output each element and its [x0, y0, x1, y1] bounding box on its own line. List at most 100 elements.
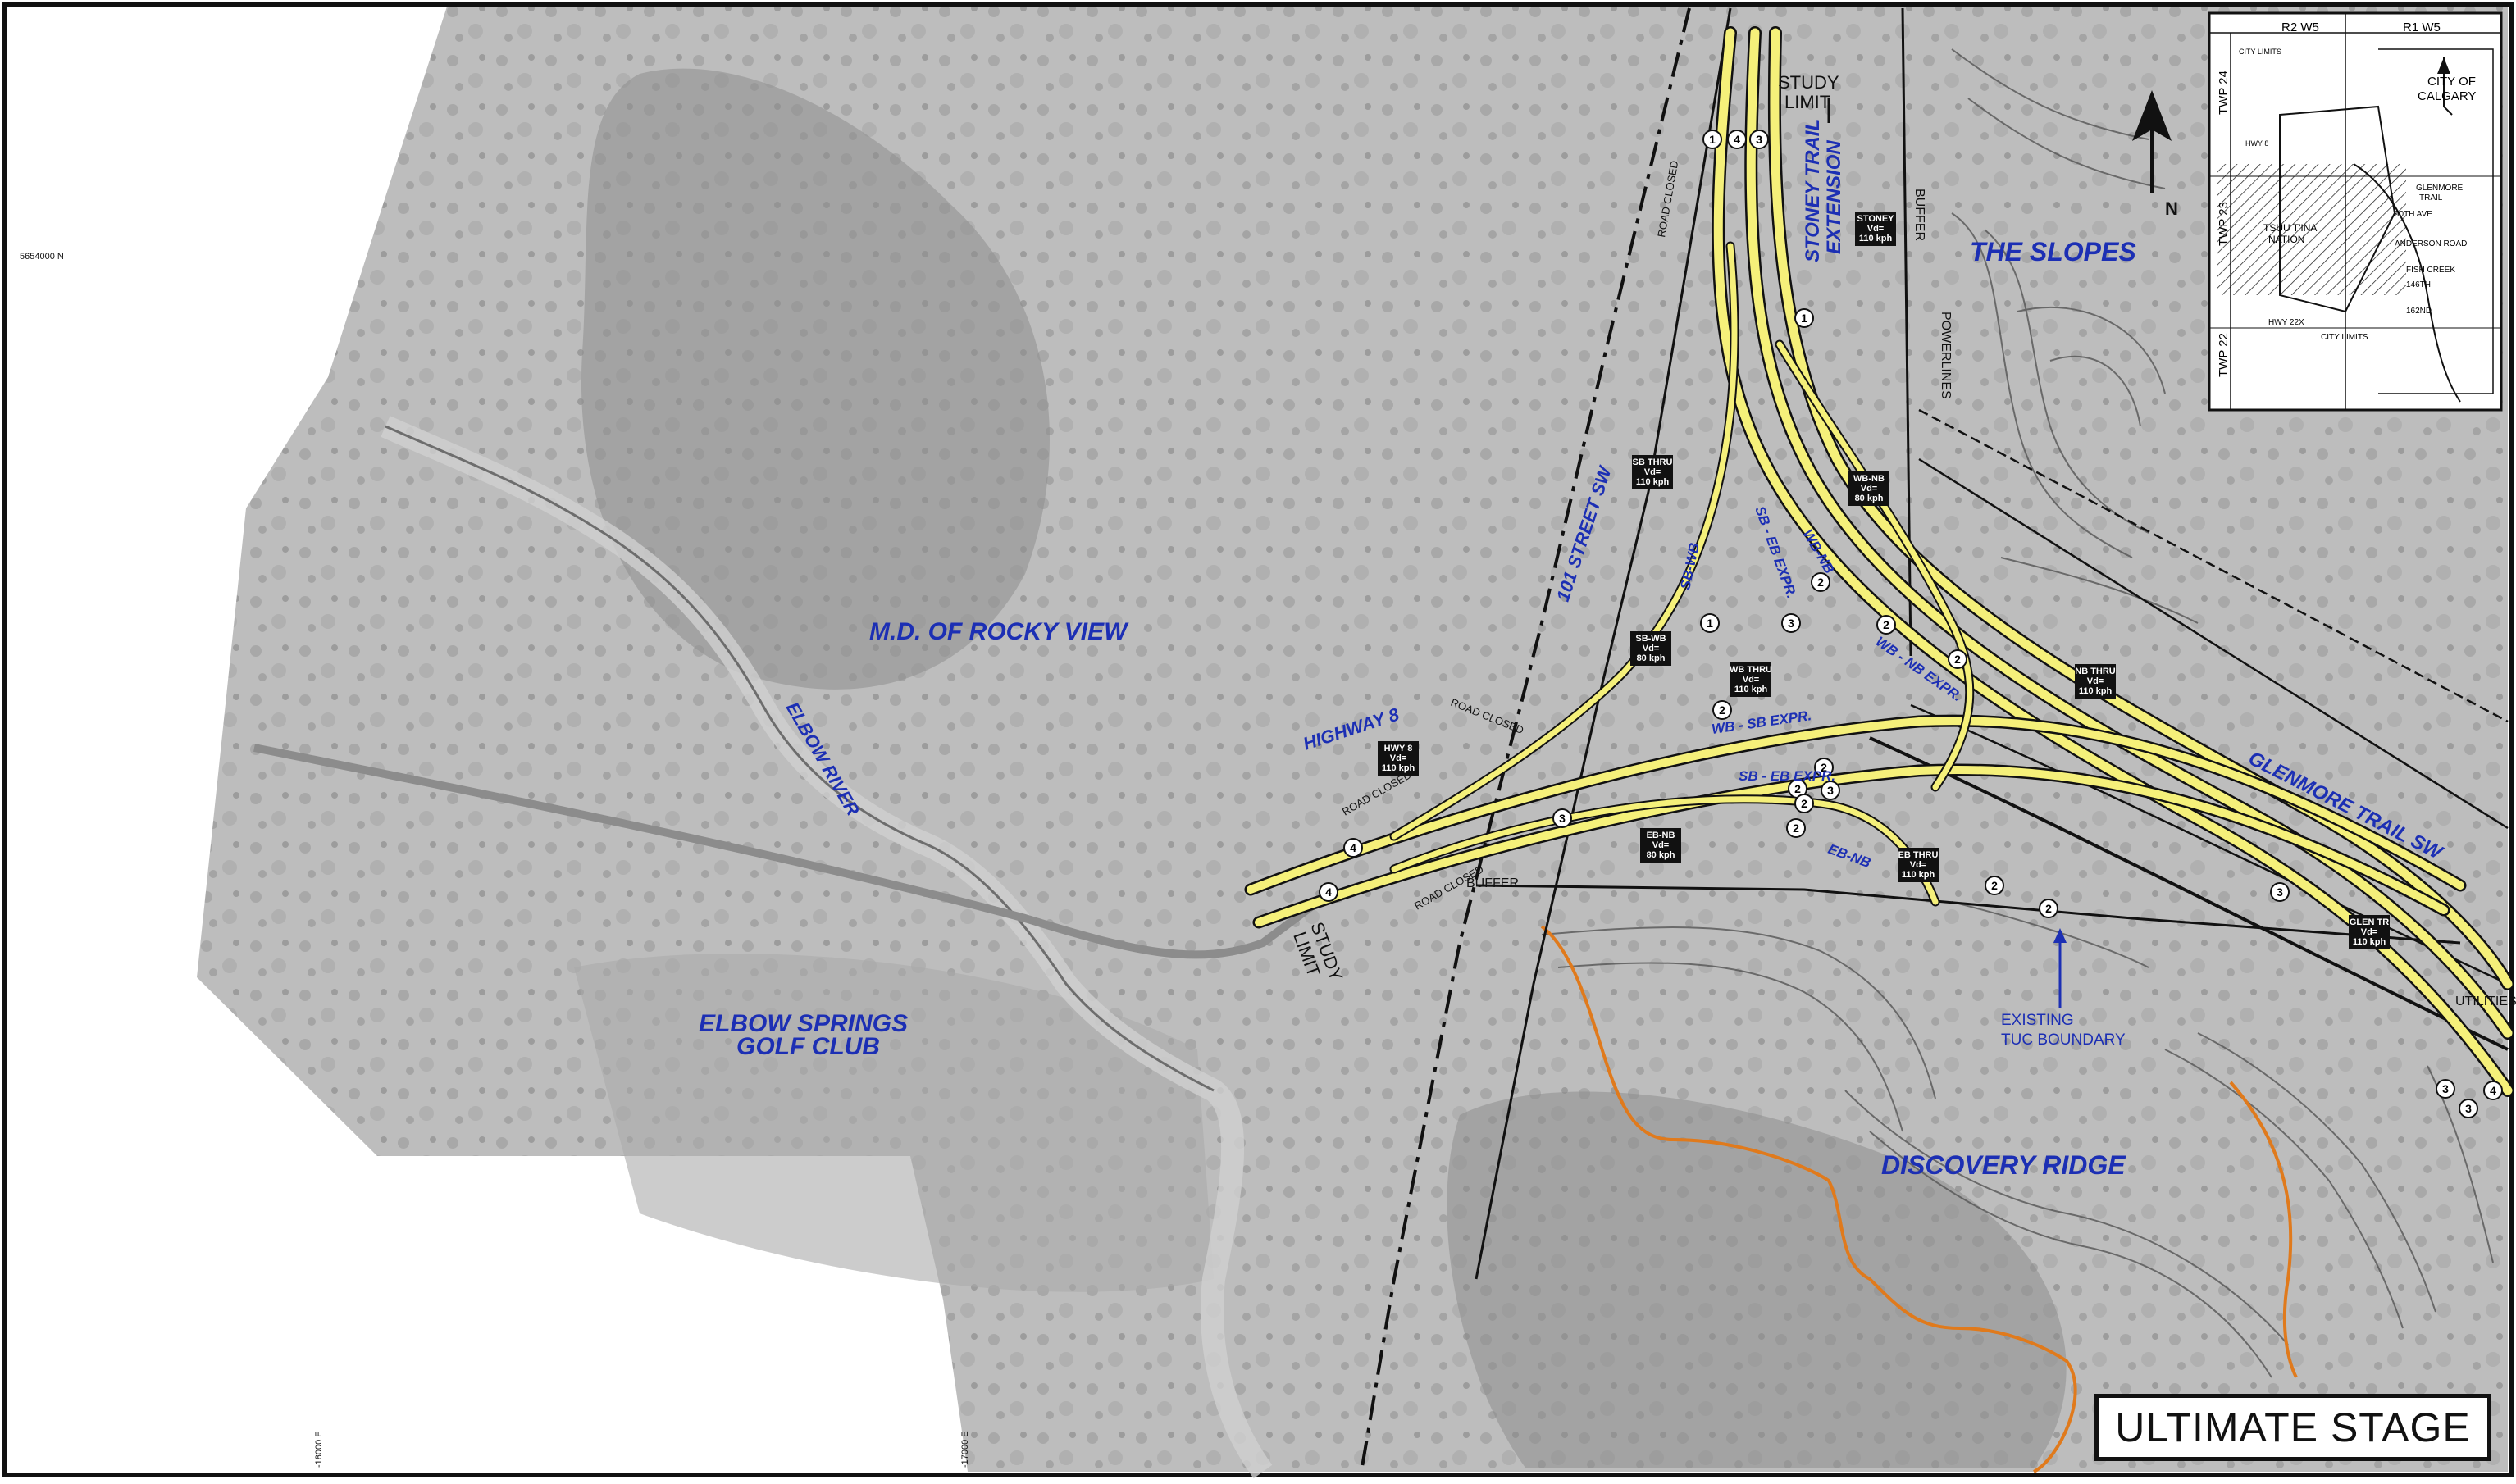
speed-sign-text: SB THRU	[1633, 457, 1673, 467]
speed-sign-text: 110 kph	[1859, 234, 1893, 244]
speed-sign-text: WB THRU	[1730, 665, 1772, 675]
key-road: TSUU T'INA	[2263, 222, 2317, 234]
speed-sign-text: GLEN TR	[2350, 917, 2389, 927]
stage-marker-label: 4	[1325, 885, 1332, 899]
stage-marker: 1	[1700, 613, 1720, 633]
residential-discovery-ridge	[1541, 901, 2494, 1378]
key-city-1: CITY OF	[2427, 75, 2476, 89]
ramp-label-sb-eb-expr2: SB - EB EXPR.	[1739, 768, 1835, 784]
stoney-nb-lane	[1770, 28, 2513, 989]
key-road: HWY 22X	[2268, 318, 2304, 327]
buffer-label: BUFFER	[1912, 189, 1926, 241]
stage-marker-label: 1	[1707, 617, 1713, 630]
stage-marker-label: 3	[1559, 812, 1566, 825]
key-twp-24: TWP 24	[2217, 71, 2231, 115]
stage-marker-label: 1	[1801, 312, 1807, 325]
stage-marker: 2	[1811, 572, 1830, 592]
stage-marker: 3	[1781, 613, 1801, 633]
stage-marker: 3	[2459, 1099, 2478, 1118]
speed-sign-text: 110 kph	[2079, 686, 2113, 696]
label-elbow-springs-1: ELBOW SPRINGS	[699, 1010, 908, 1037]
glenmore-row-2	[1910, 703, 2509, 986]
easting-label: -17000 E	[960, 1431, 970, 1468]
speed-sign-text: 80 kph	[1855, 494, 1884, 503]
powerlines-label: POWERLINES	[1939, 312, 1953, 399]
ramp-wb-nb	[1776, 341, 1973, 790]
orange-route	[1540, 925, 2077, 1473]
stage-marker-label: 2	[1954, 653, 1961, 666]
speed-sign-text: Vd=	[1390, 753, 1406, 763]
label-md-rocky-view: M.D. OF ROCKY VIEW	[869, 618, 1129, 645]
speed-sign-text: Vd=	[1910, 860, 1926, 870]
stage-marker-label: 2	[1794, 782, 1801, 795]
key-twp-22: TWP 22	[2217, 333, 2231, 377]
study-limit-text: LIMIT	[1784, 92, 1830, 112]
speed-sign-text: 110 kph	[2353, 937, 2386, 947]
highway8-eb-lane	[1255, 765, 2448, 926]
study-limit-text: STUDY	[1778, 72, 1839, 93]
tuc-label-1: EXISTING	[2001, 1012, 2074, 1029]
key-road: NATION	[2268, 234, 2304, 245]
label-stoney-ext-2: EXTENSION	[1823, 140, 1845, 254]
stage-marker-label: 2	[1991, 879, 1998, 892]
speed-sign-text: NB THRU	[2075, 667, 2116, 676]
label-discovery-ridge: DISCOVERY RIDGE	[1881, 1150, 2126, 1180]
key-twp-23: TWP 23	[2217, 202, 2231, 246]
buffer-label: BUFFER	[1466, 876, 1519, 890]
stage-marker: 2	[1786, 818, 1806, 838]
speed-sign-text: Vd=	[1867, 224, 1884, 234]
stage-marker-label: 2	[1883, 618, 1889, 631]
speed-sign-text: HWY 8	[1384, 744, 1413, 753]
tuc-line	[1918, 408, 2509, 723]
key-range-1: R2 W5	[2281, 20, 2319, 34]
speed-sign-text: EB-NB	[1647, 831, 1675, 840]
speed-sign-text: Vd=	[1652, 840, 1669, 850]
key-road: TRAIL	[2419, 193, 2443, 203]
stage-marker: 2	[1814, 758, 1834, 777]
key-road: 162ND	[2406, 307, 2432, 316]
key-road: 146TH	[2406, 280, 2431, 289]
stage-marker-label: 2	[2045, 902, 2052, 915]
tuc-label-2: TUC BOUNDARY	[2001, 1031, 2126, 1049]
key-road: CITY LIMITS	[2321, 333, 2368, 342]
speed-sign-text: Vd=	[1861, 484, 1877, 494]
stage-marker: 2	[1712, 700, 1732, 720]
stage-marker-label: 2	[1821, 761, 1827, 774]
stage-marker-label: 3	[1827, 784, 1834, 797]
label-stoney-ext-1: STONEY TRAIL	[1802, 119, 1824, 262]
label-the-slopes: THE SLOPES	[1970, 237, 2136, 266]
stage-marker: 4	[1319, 882, 1338, 902]
stage-marker-label: 4	[2490, 1084, 2496, 1097]
valley-forest	[1447, 1091, 2067, 1468]
stage-title-block: ULTIMATE STAGE	[2094, 1394, 2491, 1461]
stage-marker: 2	[2039, 899, 2058, 918]
stage-marker: 2	[1794, 794, 1814, 813]
stage-title: ULTIMATE STAGE	[2115, 1404, 2471, 1450]
stage-marker: 4	[1343, 838, 1363, 858]
northing-label: 5654000 N	[20, 252, 64, 262]
speed-sign-text: SB-WB	[1635, 634, 1666, 644]
stage-marker: 3	[1821, 781, 1840, 800]
key-road: HWY 8	[2245, 139, 2268, 148]
speed-sign-text: WB-NB	[1853, 474, 1885, 484]
key-road: CITY LIMITS	[2239, 48, 2281, 56]
stage-marker-label: 1	[1709, 133, 1716, 146]
stage-marker: 2	[1948, 649, 1967, 669]
boundary-line-west	[1360, 7, 1691, 1473]
study-limit-north: STUDY LIMIT	[1778, 72, 1839, 123]
utilities-label: UTILITIES	[2455, 995, 2516, 1008]
label-elbow-springs-2: GOLF CLUB	[736, 1033, 880, 1060]
key-road: ANDERSON ROAD	[2395, 239, 2467, 248]
stage-marker-label: 4	[1734, 133, 1740, 146]
speed-sign: HWY 8Vd=110 kph	[1378, 741, 1419, 776]
stage-marker: 1	[1702, 130, 1722, 149]
